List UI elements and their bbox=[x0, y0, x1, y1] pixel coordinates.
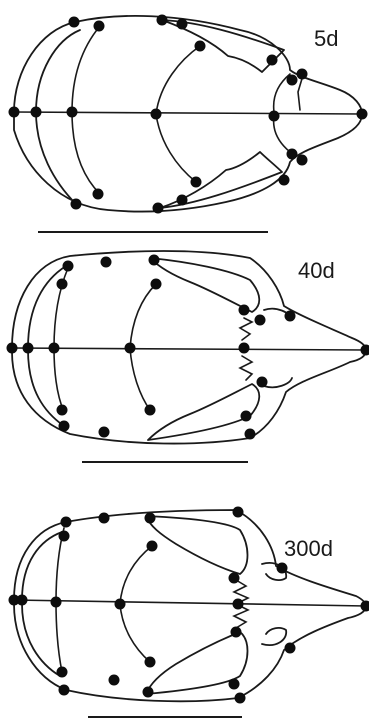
landmark-dot bbox=[149, 255, 160, 266]
landmark-dot bbox=[257, 377, 268, 388]
landmark-dot bbox=[49, 343, 60, 354]
skull-orbit-upper-40d bbox=[150, 258, 259, 312]
landmark-dot bbox=[9, 107, 20, 118]
landmark-dot bbox=[145, 657, 156, 668]
skull-orbit-upper-300d bbox=[146, 516, 248, 574]
landmark-dot bbox=[267, 55, 278, 66]
landmark-dot bbox=[109, 675, 120, 686]
landmark-dot bbox=[285, 311, 296, 322]
landmark-dot bbox=[177, 195, 188, 206]
landmark-dot bbox=[23, 343, 34, 354]
landmark-dot bbox=[147, 541, 158, 552]
midline-suture-300d bbox=[14, 600, 366, 606]
age-label-40d: 40d bbox=[298, 258, 335, 283]
age-label-300d: 300d bbox=[284, 536, 333, 561]
landmark-dot bbox=[99, 427, 110, 438]
landmark-dot bbox=[71, 199, 82, 210]
landmark-dot bbox=[229, 679, 240, 690]
landmark-dot bbox=[151, 279, 162, 290]
landmark-dot bbox=[99, 513, 110, 524]
skull-panel-40d: 40d bbox=[7, 251, 369, 462]
midline-suture-40d bbox=[12, 348, 366, 350]
landmark-dot bbox=[233, 507, 244, 518]
landmark-dot bbox=[94, 21, 105, 32]
landmark-dot bbox=[287, 75, 298, 86]
landmark-dot bbox=[239, 343, 250, 354]
midline-suture-5d bbox=[14, 112, 362, 114]
lambdoid-suture-5d bbox=[156, 46, 200, 182]
landmark-dot bbox=[59, 685, 70, 696]
landmark-dot bbox=[277, 563, 288, 574]
landmark-dot bbox=[157, 15, 168, 26]
age-label-5d: 5d bbox=[314, 26, 338, 51]
landmark-dot bbox=[125, 343, 136, 354]
landmark-dot bbox=[115, 599, 126, 610]
landmark-dot bbox=[57, 405, 68, 416]
landmark-dot bbox=[279, 175, 290, 186]
landmark-dot bbox=[239, 305, 250, 316]
landmark-dot bbox=[285, 643, 296, 654]
landmark-dot bbox=[297, 69, 308, 80]
landmark-dot bbox=[177, 19, 188, 30]
landmark-dot bbox=[59, 531, 70, 542]
landmark-dot bbox=[361, 601, 369, 612]
landmark-dot bbox=[69, 17, 80, 28]
landmark-dot bbox=[245, 429, 256, 440]
landmark-dot bbox=[357, 109, 368, 120]
landmark-dot bbox=[233, 599, 244, 610]
landmark-dot bbox=[101, 257, 112, 268]
landmark-dot bbox=[61, 517, 72, 528]
landmark-dot bbox=[241, 411, 252, 422]
landmark-dot bbox=[143, 687, 154, 698]
landmark-dot bbox=[145, 513, 156, 524]
landmark-dot bbox=[231, 627, 242, 638]
landmark-dot bbox=[145, 405, 156, 416]
landmark-dot bbox=[153, 203, 164, 214]
landmark-dot bbox=[195, 41, 206, 52]
landmark-dot bbox=[93, 189, 104, 200]
landmark-dot bbox=[63, 261, 74, 272]
landmark-dot bbox=[287, 149, 298, 160]
landmark-dot bbox=[57, 667, 68, 678]
landmark-dot bbox=[229, 573, 240, 584]
landmark-dot bbox=[51, 597, 62, 608]
landmark-dot bbox=[255, 315, 266, 326]
landmark-dot bbox=[269, 111, 280, 122]
landmark-dot bbox=[151, 109, 162, 120]
landmark-dot bbox=[297, 155, 308, 166]
landmark-dot bbox=[17, 595, 28, 606]
landmark-dot bbox=[361, 345, 369, 356]
skull-panel-5d: 5d bbox=[9, 15, 368, 233]
landmark-dot bbox=[67, 107, 78, 118]
skull-panel-300d: 300d bbox=[9, 507, 369, 718]
landmark-dot bbox=[7, 343, 18, 354]
landmark-dot bbox=[57, 279, 68, 290]
coronal-suture-40d bbox=[54, 268, 68, 412]
landmark-dot bbox=[59, 421, 70, 432]
landmark-dot bbox=[235, 693, 246, 704]
landmark-dot bbox=[191, 177, 202, 188]
landmark-dot bbox=[31, 107, 42, 118]
